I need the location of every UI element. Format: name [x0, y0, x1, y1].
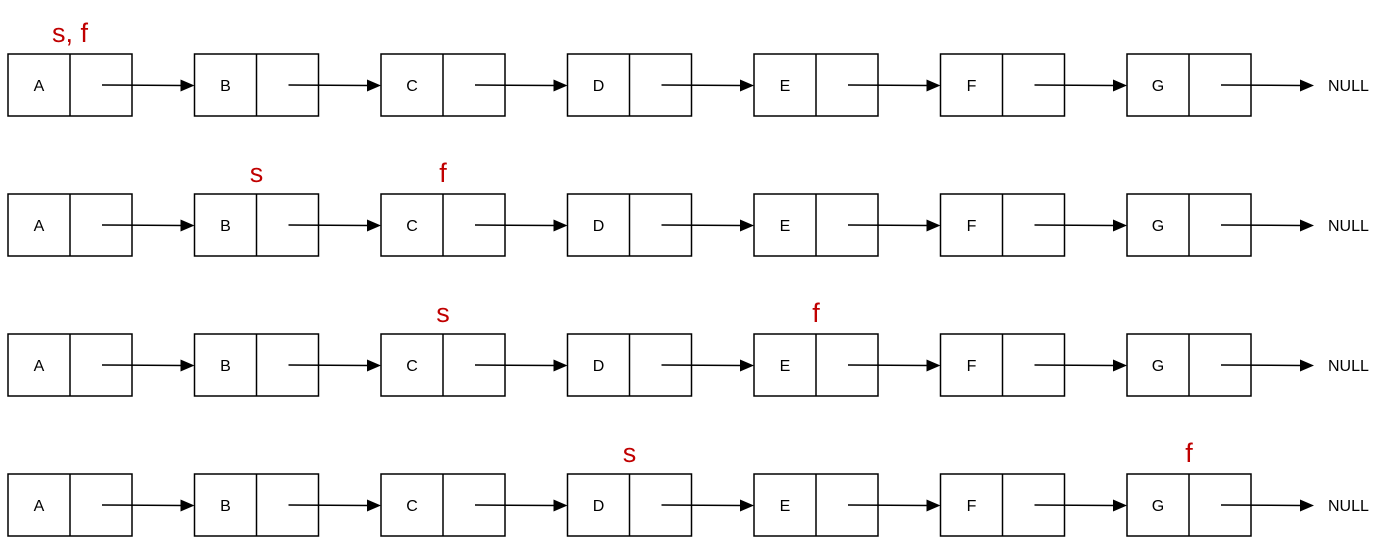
next-arrow: [1034, 499, 1127, 512]
node-label: F: [967, 498, 977, 515]
node-label: C: [406, 498, 418, 515]
node-label: G: [1152, 358, 1164, 375]
node-label: G: [1152, 498, 1164, 515]
next-arrow: [288, 499, 381, 512]
node-label: E: [780, 358, 791, 375]
node-label: E: [780, 218, 791, 235]
next-arrow: [661, 219, 754, 232]
node-c: C: [380, 473, 506, 537]
node-label: F: [967, 78, 977, 95]
next-arrow: [101, 79, 195, 92]
next-arrow: [661, 499, 754, 512]
next-arrow: [1034, 219, 1127, 232]
next-arrow: [101, 219, 195, 232]
node-label: B: [220, 218, 231, 235]
node-label: C: [406, 78, 418, 95]
node-label: F: [967, 358, 977, 375]
node-label: G: [1152, 78, 1164, 95]
next-arrow: [101, 499, 195, 512]
next-arrow: [474, 499, 568, 512]
null-label: NULL: [1328, 218, 1369, 235]
pointer-label: s: [250, 158, 264, 188]
pointer-label: f: [1185, 438, 1193, 468]
next-arrow: [474, 219, 568, 232]
null-label: NULL: [1328, 498, 1369, 515]
next-arrow: [847, 359, 941, 372]
node-label: D: [593, 498, 605, 515]
null-arrow: [1220, 219, 1314, 232]
null-label: NULL: [1328, 358, 1369, 375]
next-arrow: [847, 79, 941, 92]
node-label: C: [406, 358, 418, 375]
node-label: E: [780, 498, 791, 515]
node-label: G: [1152, 218, 1164, 235]
node-label: D: [593, 358, 605, 375]
node-label: B: [220, 498, 231, 515]
node-label: D: [593, 218, 605, 235]
node-label: F: [967, 218, 977, 235]
node-label: A: [34, 498, 45, 515]
next-arrow: [474, 79, 568, 92]
pointer-label: s, f: [52, 18, 89, 48]
node-label: B: [220, 358, 231, 375]
node-label: A: [34, 78, 45, 95]
next-arrow: [847, 499, 941, 512]
null-arrow: [1220, 79, 1314, 92]
next-arrow: [661, 359, 754, 372]
next-arrow: [288, 359, 381, 372]
node-label: E: [780, 78, 791, 95]
null-label: NULL: [1328, 78, 1369, 95]
pointer-label: f: [812, 298, 820, 328]
next-arrow: [288, 79, 381, 92]
list-row-1: A B C D E F G NULL s, f: [7, 18, 1369, 117]
next-arrow: [1034, 359, 1127, 372]
list-row-4: A B C D E F G NULL s f: [7, 438, 1369, 537]
next-arrow: [288, 219, 381, 232]
next-arrow: [1034, 79, 1127, 92]
pointer-label: s: [623, 438, 637, 468]
list-row-3: A B C D E F G NULL s f: [7, 298, 1369, 397]
node-label: B: [220, 78, 231, 95]
next-arrow: [847, 219, 941, 232]
list-row-2: A B C D E F G NULL s f: [7, 158, 1369, 257]
node-label: D: [593, 78, 605, 95]
null-arrow: [1220, 499, 1314, 512]
next-arrow: [474, 359, 568, 372]
pointer-label: s: [436, 298, 450, 328]
null-arrow: [1220, 359, 1314, 372]
next-arrow: [101, 359, 195, 372]
pointer-label: f: [439, 158, 447, 188]
node-label: A: [34, 218, 45, 235]
next-arrow: [661, 79, 754, 92]
node-label: C: [406, 218, 418, 235]
node-label: A: [34, 358, 45, 375]
